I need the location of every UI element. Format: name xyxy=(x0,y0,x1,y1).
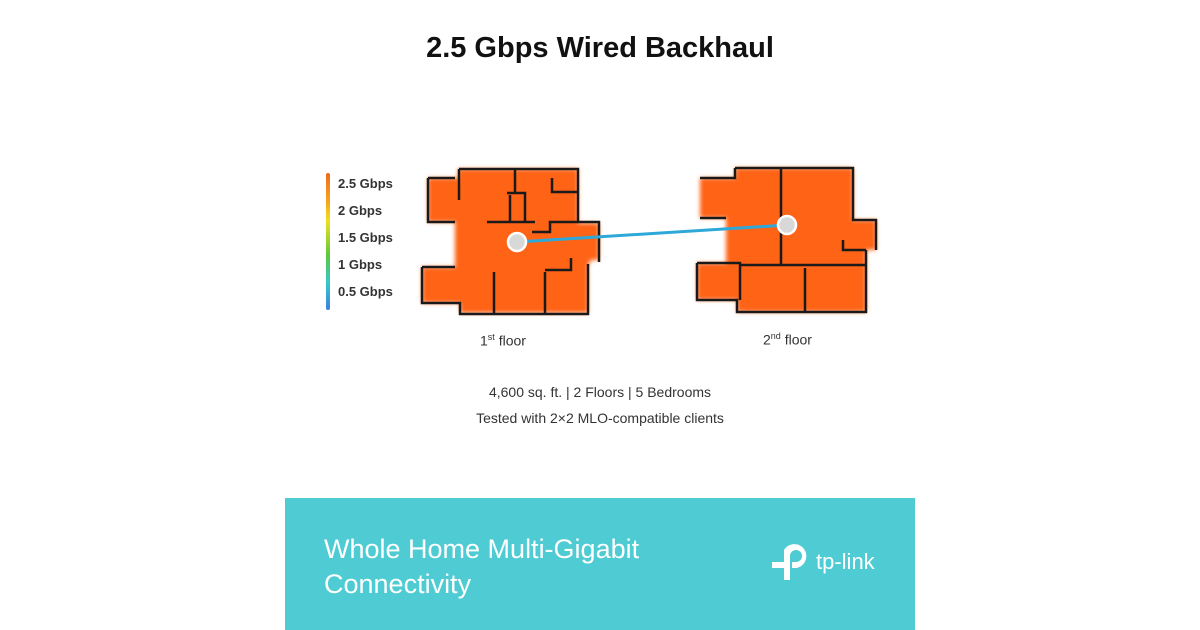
legend-label: 2 Gbps xyxy=(338,203,383,218)
wired-backhaul-link xyxy=(516,223,788,244)
floor-2-label: 2nd floor xyxy=(763,331,812,348)
legend-label: 1.5 Gbps xyxy=(338,230,393,245)
tp-link-logo-icon xyxy=(772,544,807,580)
page-title: 2.5 Gbps Wired Backhaul xyxy=(426,32,774,64)
router-node-floor-2 xyxy=(776,214,798,236)
tp-link-logo: tp-link xyxy=(770,542,875,582)
floor-2-plan xyxy=(695,166,878,314)
legend-label: 2.5 Gbps xyxy=(338,176,393,191)
floor-plans xyxy=(420,166,878,316)
home-specs: 4,600 sq. ft. | 2 Floors | 5 Bedrooms xyxy=(488,384,712,400)
router-node-floor-1 xyxy=(506,231,528,253)
floor-1-label: 1st floor xyxy=(480,332,526,349)
test-conditions: Tested with 2×2 MLO-compatible clients xyxy=(476,410,724,426)
legend-label: 1 Gbps xyxy=(338,257,383,272)
speed-legend-gradient xyxy=(326,173,330,310)
legend-label: 0.5 Gbps xyxy=(338,284,393,299)
